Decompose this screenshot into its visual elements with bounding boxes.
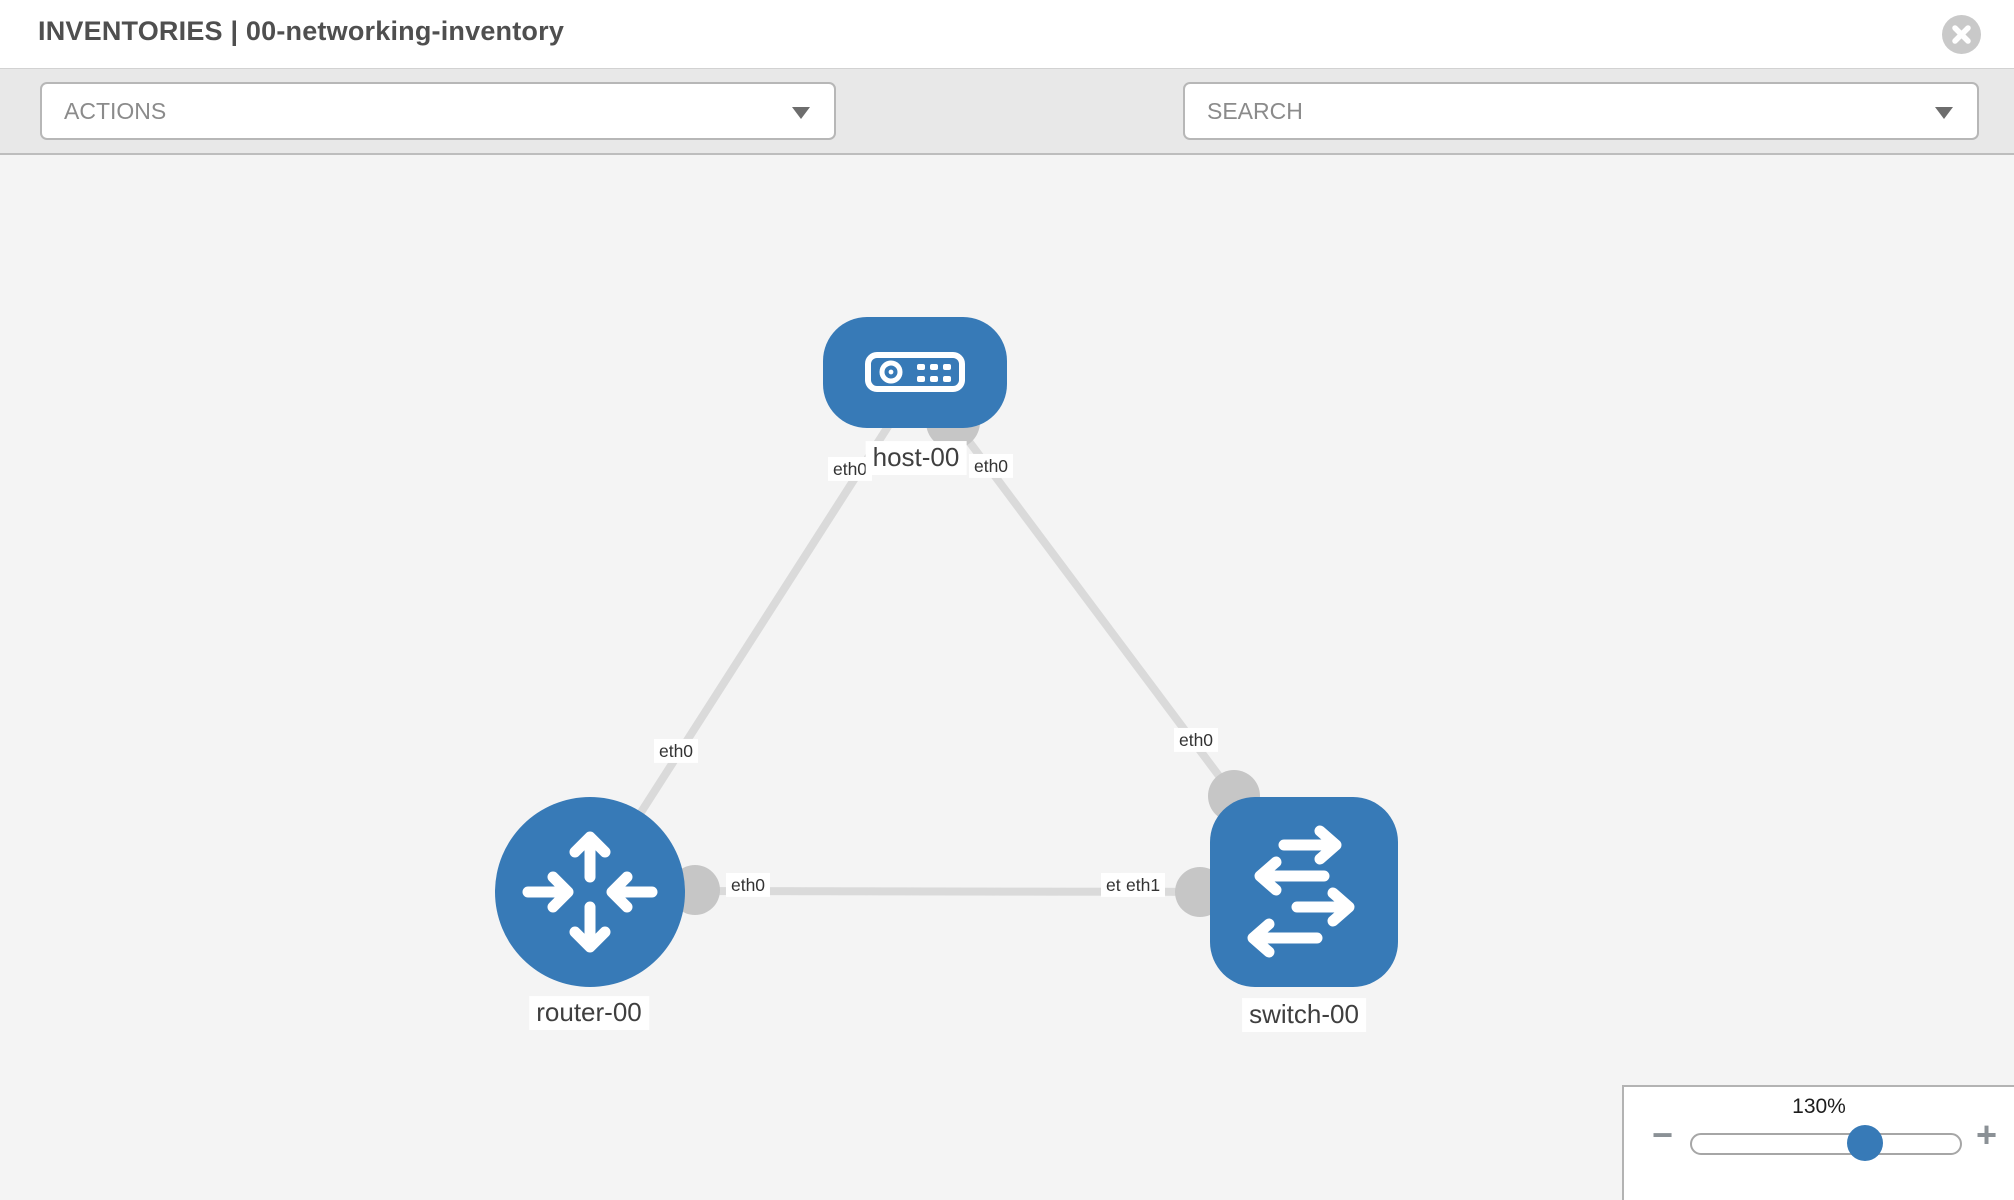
switch-icon — [1247, 825, 1355, 958]
close-button[interactable] — [1942, 15, 1981, 54]
zoom-panel: 130% − + — [1622, 1085, 2014, 1200]
search-dropdown[interactable]: SEARCH — [1183, 82, 1979, 140]
router-icon — [522, 831, 658, 953]
actions-dropdown-label: ACTIONS — [64, 97, 167, 124]
topology-canvas[interactable]: eth0 host-00 eth0 eth0 eth0 eth0 eth0 et… — [0, 155, 2014, 1200]
node-label-host: host-00 — [865, 441, 967, 475]
node-label-router: router-00 — [529, 996, 649, 1030]
interface-label: eth0 — [1173, 727, 1219, 753]
close-icon — [1952, 25, 1971, 44]
zoom-slider-handle[interactable] — [1847, 1125, 1883, 1161]
interface-label: eth0 — [653, 738, 699, 764]
search-dropdown-label: SEARCH — [1207, 97, 1303, 124]
interface-label: eth0 — [725, 872, 771, 898]
node-host[interactable] — [823, 317, 1007, 428]
topology-graph — [495, 317, 1398, 987]
toolbar: ACTIONS SEARCH — [0, 69, 2014, 200]
server-icon — [865, 352, 965, 392]
node-label-switch: switch-00 — [1242, 998, 1366, 1032]
page-title: INVENTORIES | 00-networking-inventory — [38, 16, 565, 46]
zoom-slider-track[interactable] — [1690, 1125, 1962, 1161]
interface-label: eth1 — [1121, 872, 1166, 898]
node-switch[interactable] — [1210, 797, 1398, 987]
chevron-down-icon — [792, 107, 810, 119]
interface-label: eth0 — [968, 453, 1014, 479]
node-router[interactable] — [495, 797, 685, 987]
zoom-out-button[interactable]: − — [1652, 1114, 1674, 1155]
zoom-level: 130% — [1792, 1095, 1846, 1118]
header-bar: INVENTORIES | 00-networking-inventory — [0, 0, 2014, 69]
zoom-in-button[interactable]: + — [1976, 1114, 1998, 1155]
link-host-router — [586, 397, 909, 895]
chevron-down-icon — [1935, 107, 1953, 119]
interface-label: eth0 — [827, 456, 873, 482]
actions-dropdown[interactable]: ACTIONS — [40, 82, 836, 140]
